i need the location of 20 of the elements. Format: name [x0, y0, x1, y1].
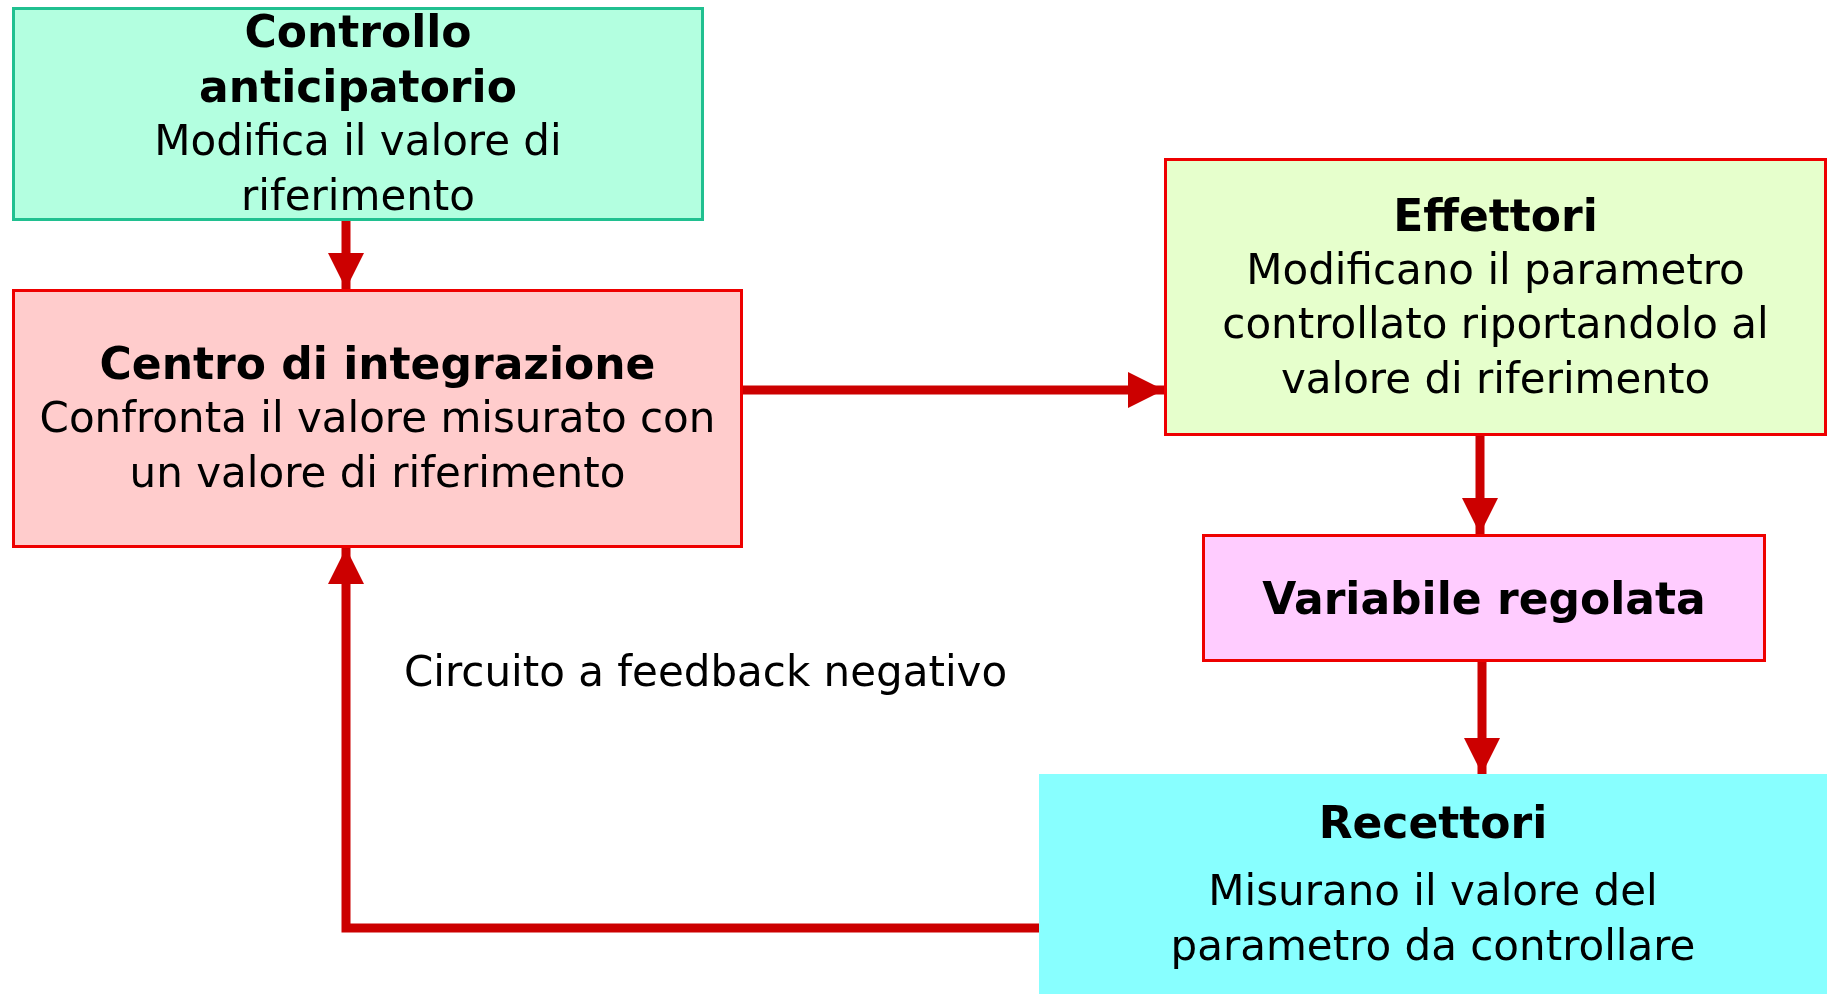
box-text: Misurano il valore del parametro da controllare [1169, 864, 1697, 972]
arrow [328, 548, 1039, 933]
box-text: Modificano il parametro controllato riportandolo al valore di riferimento [1221, 243, 1770, 405]
box-heading: Centro di integrazione [99, 337, 656, 392]
arrow [1462, 436, 1498, 534]
box-heading: Recettori [1318, 795, 1548, 850]
box-text: Modifica il valore di riferimento [153, 115, 563, 222]
process-box [12, 289, 743, 548]
box-heading: Controllo anticipatorio [198, 5, 518, 115]
process-box [1202, 534, 1766, 662]
loop-label: Circuito a feedback negativo [404, 647, 1008, 696]
arrow [328, 221, 364, 289]
process-box [1164, 158, 1827, 436]
box-heading: Variabile regolata [1262, 571, 1706, 626]
process-box [1039, 774, 1827, 994]
box-heading: Effettori [1393, 188, 1598, 243]
box-text: Confronta il valore misurato con un valore di riferimento [38, 392, 717, 499]
process-box [12, 7, 704, 221]
arrow [743, 372, 1164, 408]
arrow [1464, 662, 1500, 774]
